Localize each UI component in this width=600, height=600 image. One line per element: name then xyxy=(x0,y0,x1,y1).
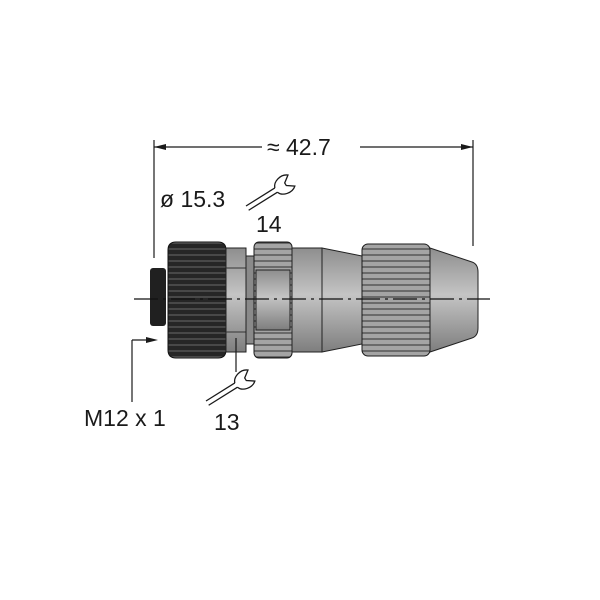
outer-diameter-label: ø 15.3 xyxy=(160,186,225,212)
neck-1 xyxy=(245,255,255,345)
grip-sleeve xyxy=(361,243,431,357)
wrench-icon-bottom xyxy=(205,369,256,406)
wrench-size-bottom-label: 13 xyxy=(214,409,240,435)
arrowhead-left xyxy=(154,144,166,150)
overall-length-label: ≈ 42.7 xyxy=(267,134,331,160)
hex-13 xyxy=(225,247,247,353)
thread-label: M12 x 1 xyxy=(84,405,166,431)
taper-1 xyxy=(321,247,363,353)
length-dimension xyxy=(153,140,474,258)
connector-body xyxy=(150,241,479,359)
socket-insert xyxy=(150,268,166,326)
wrench-size-top-label: 14 xyxy=(256,211,282,237)
wrench-icon-top xyxy=(245,174,296,211)
coupling-nut xyxy=(167,241,227,359)
thread-leader xyxy=(131,337,158,402)
arrowhead-right xyxy=(461,144,473,150)
cable-cone xyxy=(429,247,479,353)
middle-sleeve xyxy=(291,247,323,353)
